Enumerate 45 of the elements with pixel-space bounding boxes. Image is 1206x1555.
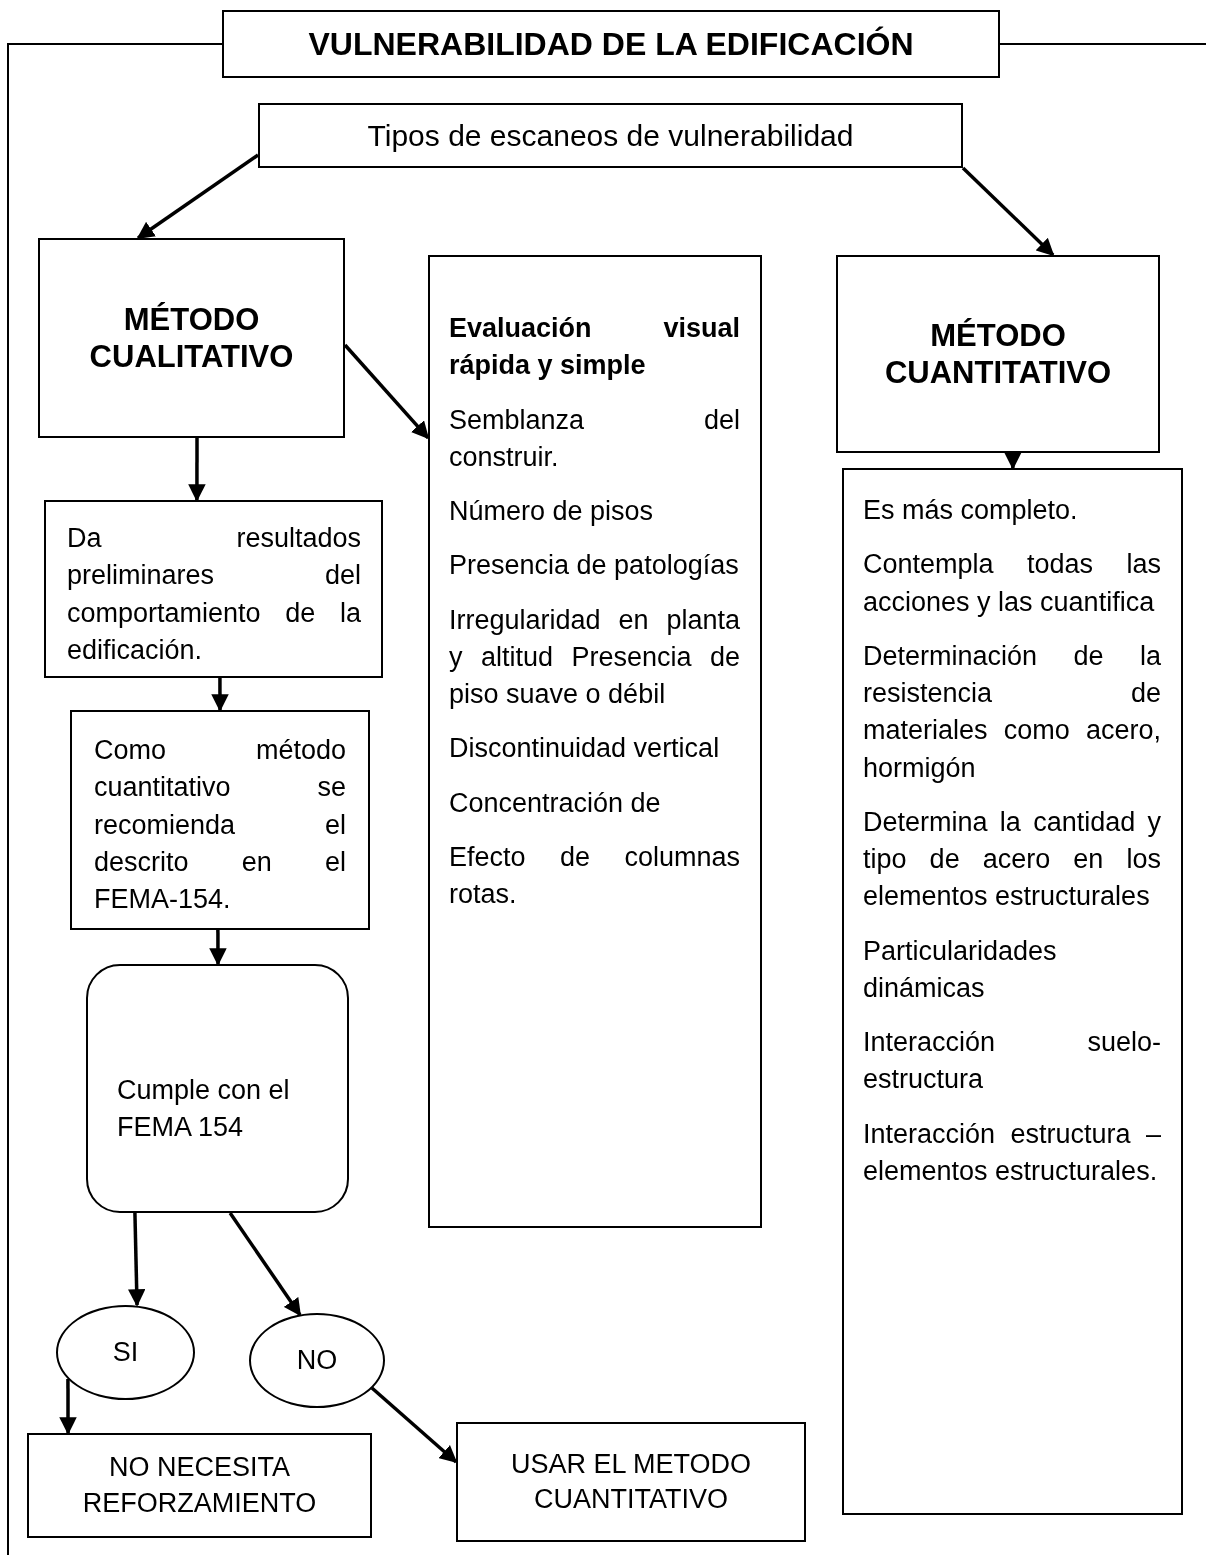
box-text: Particularidades dinámicas (863, 934, 1058, 1005)
arrow (211, 678, 229, 712)
process-box (456, 1422, 806, 1542)
process-box (38, 238, 345, 438)
process-box (428, 255, 762, 1228)
box-text: Es más completo. (863, 494, 1079, 527)
box-text: VULNERABILIDAD DE LA EDIFICACIÓN (307, 25, 915, 64)
box-text: Determina la cantidad y tipo de acero en los elementos estructurales (863, 805, 1161, 914)
box-text: Efecto de columnas rotas. (449, 840, 740, 911)
box-text: Semblanza del construir. (449, 403, 740, 474)
box-text: Como método cuantitativo se recomienda el descrito en el FEMA-154. (94, 734, 346, 916)
arrow (370, 1386, 458, 1464)
process-box (44, 500, 383, 678)
box-text: Discontinuidad vertical (449, 732, 721, 766)
arrow (127, 1212, 146, 1307)
process-box (27, 1433, 372, 1538)
box-text: Presencia de patologías (449, 549, 740, 583)
arrow (961, 166, 1055, 257)
process-box (70, 710, 370, 930)
box-text: NO (295, 1343, 339, 1377)
box-text: Interacción estructura – elementos estructurales. (863, 1117, 1161, 1188)
box-text: NO NECESITA REFORZAMIENTO (81, 1451, 318, 1520)
box-text: MÉTODO CUALITATIVO (88, 300, 295, 376)
arrow (188, 438, 206, 502)
box-text: Da resultados preliminares del comportamiento de la edificación. (67, 522, 361, 667)
arrow (209, 930, 227, 966)
box-text: SI (111, 1335, 140, 1369)
arrow (136, 153, 259, 240)
arrow (1004, 452, 1022, 470)
box-text: Número de pisos (449, 495, 655, 528)
process-box (842, 468, 1183, 1515)
box-text: MÉTODO CUANTITATIVO (883, 316, 1113, 392)
box-text: Determinación de la resistencia de materiales como acero, hormigón (863, 639, 1161, 785)
decision-box (86, 964, 349, 1213)
box-text: Cumple con el FEMA 154 (117, 1074, 291, 1145)
box-text: Interacción suelo-estructura (863, 1026, 1161, 1097)
process-box (836, 255, 1160, 453)
box-text: Tipos de escaneos de vulnerabilidad (366, 117, 855, 154)
box-text: USAR EL METODO CUANTITATIVO (509, 1447, 752, 1516)
box-heading: Evaluación visual rápida y simple (449, 312, 740, 383)
box-text: Contempla todas las acciones y las cuantifica (863, 548, 1161, 619)
box-text: Irregularidad en planta y altitud Presencia de piso suave o débil (449, 603, 740, 711)
title-box (222, 10, 1000, 78)
process-box (258, 103, 963, 168)
box-text: Concentración de (449, 786, 662, 820)
